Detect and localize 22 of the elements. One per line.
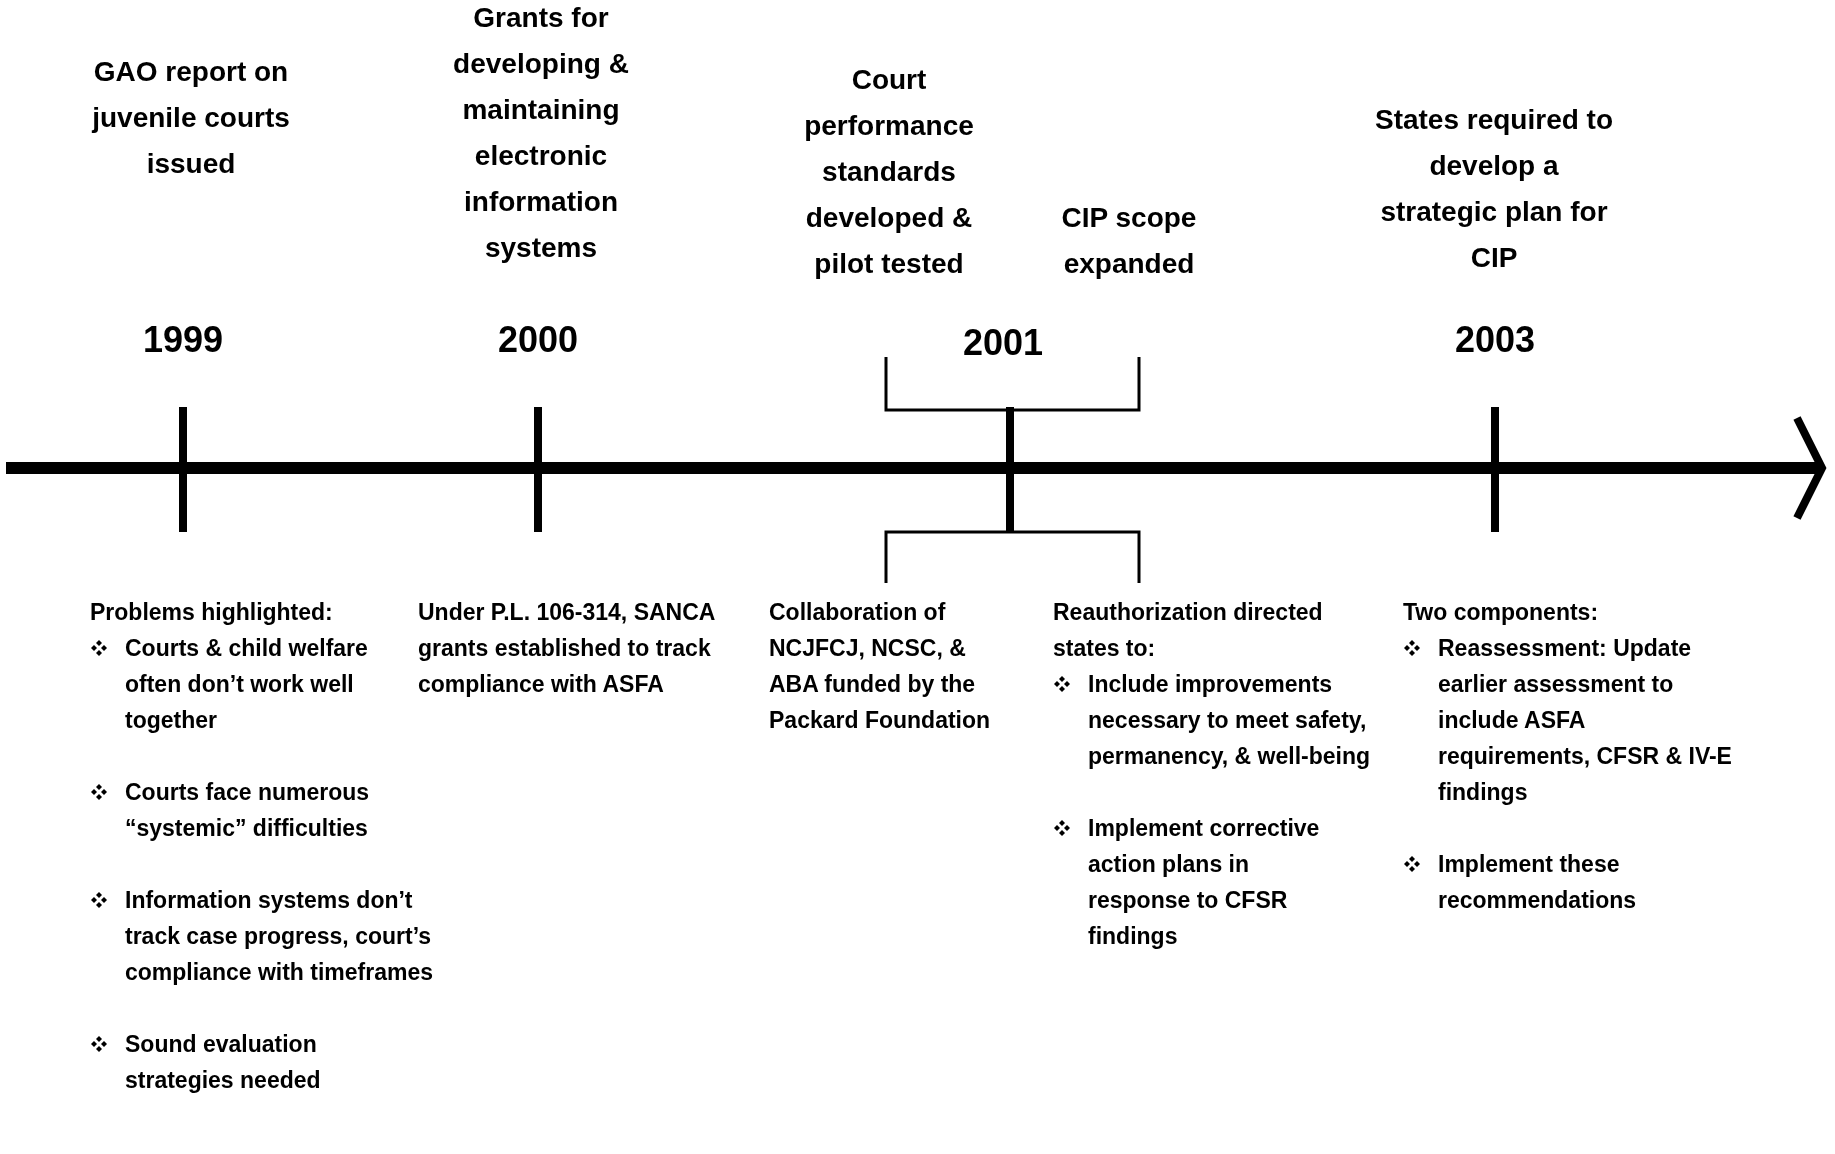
event-heading: States required to develop a strategic plan for CIP bbox=[1374, 103, 1614, 275]
list-item: Include improvements necessary to meet safety, permanency, & well-being bbox=[1088, 670, 1372, 771]
year-label: 1999 bbox=[141, 318, 225, 362]
list-item: Reassessment: Update earlier assessment to include ASFA requirements, CFSR & IV-E findings bbox=[1438, 634, 1733, 807]
event-heading: Grants for developing & maintaining electronic information systems bbox=[452, 1, 630, 265]
event-description: Collaboration of NCJFCJ, NCSC, & ABA funded by the Packard Foundation bbox=[769, 598, 992, 735]
event-heading: Court performance standards developed & pilot tested bbox=[803, 63, 975, 281]
list-item: Implement corrective action plans in response to CFSR findings bbox=[1088, 814, 1321, 951]
year-label: 2000 bbox=[496, 318, 580, 362]
list-item: Implement these recommendations bbox=[1438, 850, 1638, 915]
event-description: Reauthorization directed states to: bbox=[1053, 598, 1324, 663]
event-description: Two components: bbox=[1403, 598, 1599, 627]
list-item: Information systems don’t track case progress, court’s compliance with timeframes bbox=[125, 886, 435, 987]
event-heading: CIP scope expanded bbox=[1060, 201, 1198, 281]
event-description: Problems highlighted: bbox=[90, 598, 333, 627]
list-item: Courts face numerous “systemic” difficulties bbox=[125, 778, 371, 843]
list-item: Courts & child welfare often don’t work well together bbox=[125, 634, 369, 735]
year-label: 2003 bbox=[1453, 318, 1537, 362]
event-description: Under P.L. 106-314, SANCA grants established to track compliance with ASFA bbox=[418, 598, 716, 699]
year-label: 2001 bbox=[961, 321, 1045, 365]
event-heading: GAO report on juvenile courts issued bbox=[90, 55, 291, 181]
list-item: Sound evaluation strategies needed bbox=[125, 1030, 322, 1095]
